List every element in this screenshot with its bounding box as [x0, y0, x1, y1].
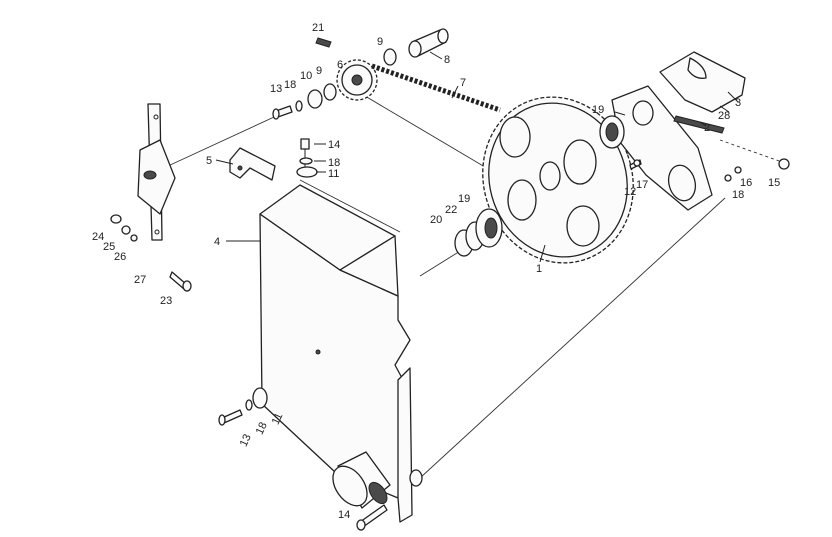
lower-fasteners	[218, 387, 268, 426]
screws-right	[629, 158, 790, 182]
callout-20: 20	[430, 214, 442, 226]
chain-7	[371, 63, 501, 113]
bearing-right	[599, 115, 625, 149]
bolt-14-lower	[356, 469, 423, 531]
callout-9a: 9	[377, 36, 383, 48]
callout-27: 27	[134, 274, 146, 286]
mounting-plate	[611, 85, 713, 211]
pivot-arm-27	[110, 103, 192, 292]
bracket-5	[229, 147, 276, 181]
callout-11b: 11	[270, 411, 286, 426]
callout-26: 26	[114, 251, 126, 263]
bolt-14-top	[296, 138, 318, 178]
small-sprocket-6	[336, 59, 378, 101]
callout-5: 5	[206, 155, 212, 167]
callout-8: 8	[444, 54, 450, 66]
bolt-23	[169, 271, 192, 292]
callout-18d: 18	[254, 420, 270, 436]
callout-3: 3	[735, 97, 741, 109]
housing-4	[259, 184, 413, 523]
roller	[332, 451, 391, 509]
callout-19a: 19	[458, 193, 470, 205]
callout-23: 23	[160, 295, 172, 307]
callout-25: 25	[103, 241, 115, 253]
callout-18c: 18	[732, 189, 744, 201]
leader-lines	[215, 51, 739, 263]
callout-2: 2	[704, 122, 710, 134]
callout-12: 12	[624, 186, 636, 198]
callout-13a: 13	[270, 83, 282, 95]
large-gear-1	[482, 96, 634, 264]
callout-11a: 11	[328, 168, 339, 180]
callout-19b: 19	[592, 104, 604, 116]
callout-18b: 18	[328, 157, 340, 169]
callout-22: 22	[445, 204, 457, 216]
callout-18a: 18	[284, 79, 296, 91]
callout-13b: 13	[238, 432, 254, 448]
callout-15: 15	[768, 177, 780, 189]
callout-17: 17	[636, 179, 648, 191]
callout-21: 21	[312, 22, 324, 34]
callout-9b: 9	[316, 65, 322, 77]
callout-labels: 1 2 3 4 5 6 7 8 9 9 10 11 11 12 13 13 14…	[92, 22, 780, 521]
callout-24: 24	[92, 231, 104, 243]
callout-1: 1	[536, 263, 542, 275]
callout-6: 6	[337, 59, 343, 71]
bush-8	[383, 28, 449, 66]
pin-21	[315, 37, 332, 48]
callout-14a: 14	[328, 139, 340, 151]
callout-28: 28	[718, 110, 730, 122]
bearing-center	[454, 208, 503, 257]
callout-4: 4	[214, 236, 220, 248]
bolt-13-upper	[272, 83, 337, 120]
callout-7: 7	[460, 77, 466, 89]
callout-16: 16	[740, 177, 752, 189]
shaft-2	[673, 115, 725, 134]
side-plate-3	[659, 51, 746, 113]
callout-14b: 14	[338, 509, 350, 521]
callout-10: 10	[300, 70, 312, 82]
